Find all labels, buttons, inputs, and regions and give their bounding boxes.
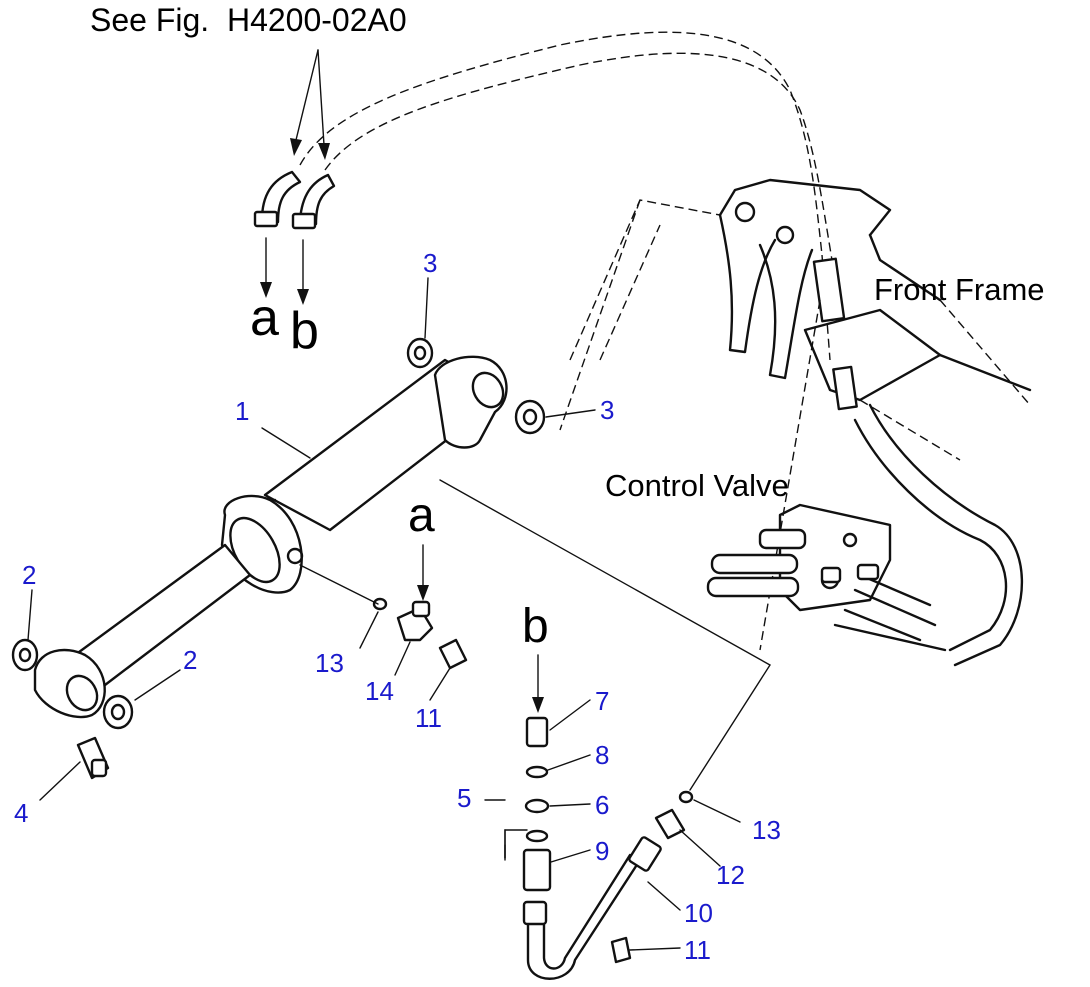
reference-arrows [260,49,330,305]
part-number-3-side: 3 [600,395,615,425]
fitting-stack [522,716,552,892]
callout-b-lower: b [522,600,549,653]
callout-b-upper: b [290,302,319,360]
leader-lines [27,277,741,951]
part-number-7: 7 [595,686,610,716]
part-number-4: 4 [14,798,29,828]
part-number-2-side: 2 [183,645,198,675]
control-valve-label: Control Valve [605,468,789,503]
elbow-fitting-a [253,170,302,228]
part-number-1: 1 [235,396,250,426]
elbow-adapter-group-a [372,597,468,670]
part-number-3-top: 3 [423,248,438,278]
part-number-13-a: 13 [315,648,344,678]
part-number-5: 5 [457,783,472,813]
part-number-8: 8 [595,740,610,770]
callout-a-lower: a [408,489,435,542]
hose-10 [522,836,662,980]
control-valve-drawing [706,503,947,652]
part-number-13-b: 13 [752,815,781,845]
elbow-fitting-b [291,173,336,230]
callout-a-upper: a [250,289,279,347]
front-frame-label: Front Frame [874,272,1045,307]
part-number-2-top: 2 [22,560,37,590]
reference-text: See Fig. H4200-02A0 [90,2,407,38]
part-number-11-a: 11 [415,703,442,733]
part-number-6: 6 [595,790,610,820]
part-number-9: 9 [595,836,610,866]
elbow-adapter-group-b [610,790,694,964]
part-number-14: 14 [365,676,394,706]
part-number-12: 12 [716,860,745,890]
part-number-11-b: 11 [684,935,711,965]
part-number-10: 10 [684,898,713,928]
cylinder-assembly [33,355,508,719]
washers [11,337,546,730]
grease-fitting [76,736,110,780]
